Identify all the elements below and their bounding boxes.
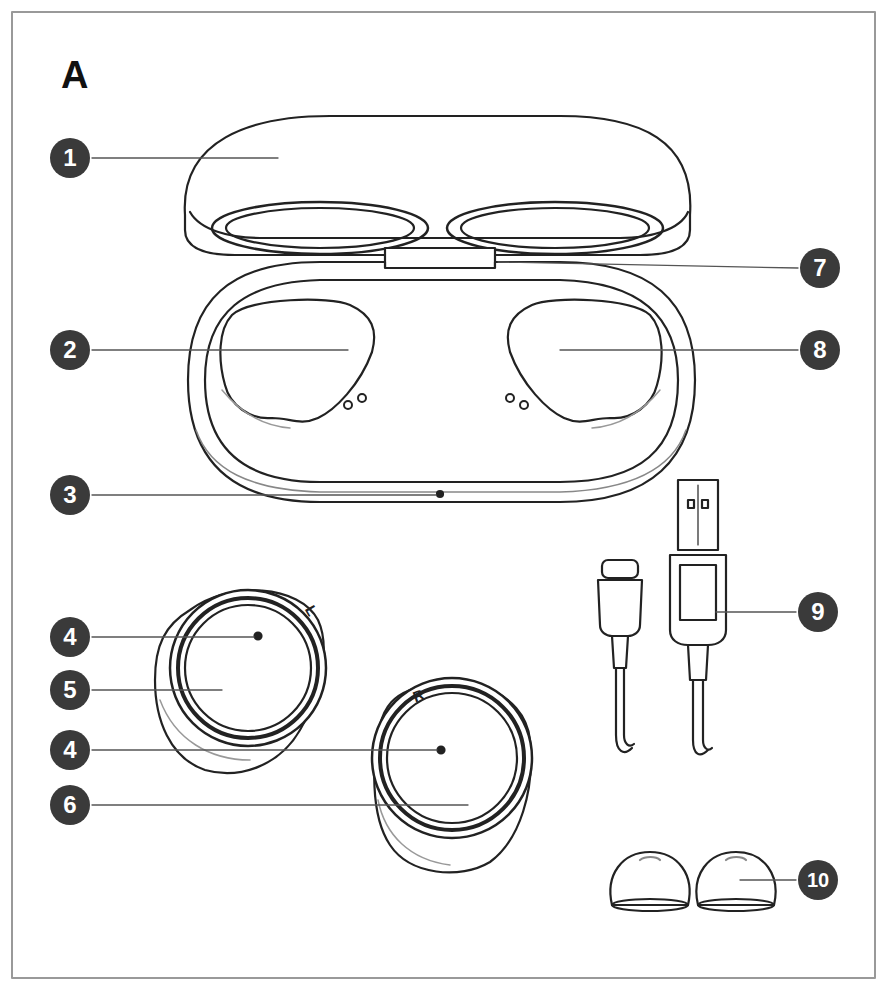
callout-number: 8: [800, 330, 840, 370]
leader-lines: [92, 158, 798, 880]
frame: [12, 12, 875, 978]
usb-cable: [598, 480, 726, 754]
left-earbud: [155, 590, 326, 773]
callout-number: 9: [798, 592, 838, 632]
figure-label: A: [61, 56, 88, 94]
case-lid: [185, 116, 691, 255]
callout-number: 4: [50, 730, 90, 770]
callout-number: 7: [800, 248, 840, 288]
hinge: [385, 248, 495, 268]
callout-number: 3: [50, 475, 90, 515]
callout-number: 6: [50, 785, 90, 825]
callout-number: 5: [50, 670, 90, 710]
callout-number: 4: [50, 617, 90, 657]
callout-number: 10: [798, 860, 838, 900]
right-earbud: [372, 678, 532, 872]
callout-number: 1: [50, 138, 90, 178]
case-body: [188, 262, 695, 502]
ear-tips: [610, 852, 775, 911]
callout-number: 2: [50, 330, 90, 370]
